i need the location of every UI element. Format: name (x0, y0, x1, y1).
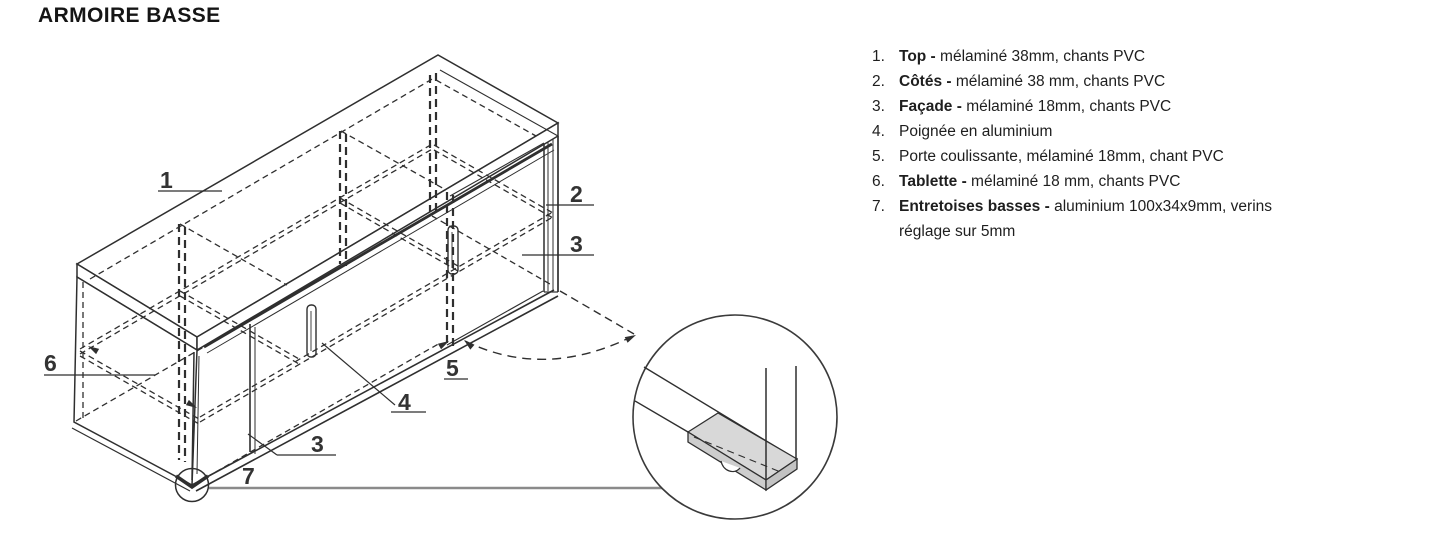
item-number: 3. (872, 98, 885, 115)
callout-labels: 1 2 3 3 4 5 6 7 (44, 167, 583, 489)
item-desc: mélaminé 18mm, chants PVC (961, 98, 1172, 115)
foot-wedge (175, 474, 209, 490)
slide-arrow (437, 341, 449, 350)
parts-list-item: 6. Tablette - mélaminé 18 mm, chants PVC (872, 169, 1372, 194)
callout-1: 1 (160, 167, 173, 193)
cabinet-diagram: 1 2 3 3 4 5 6 7 (44, 54, 838, 520)
bottom-rail (191, 289, 559, 492)
item-desc: mélaminé 38mm, chants PVC (935, 48, 1146, 65)
callout-leaders (44, 190, 594, 456)
item-number: 7. (872, 198, 885, 215)
right-side-panel (543, 136, 559, 293)
parts-list-item: 3. Façade - mélaminé 18mm, chants PVC (872, 94, 1372, 119)
item-number: 6. (872, 173, 885, 190)
arc-right-arrow (624, 335, 636, 343)
callout-2: 2 (570, 181, 583, 207)
parts-list-item: 7. Entretoises basses - aluminium 100x34… (872, 194, 1372, 244)
item-number: 5. (872, 148, 885, 165)
item-name: Côtés - (899, 73, 952, 90)
item-name: Entretoises basses - (899, 198, 1050, 215)
sliding-door-right (446, 142, 545, 346)
door-bottom-track-dashed (206, 342, 441, 478)
foot-circle (174, 467, 210, 503)
callout-7: 7 (242, 463, 255, 489)
item-desc: Poignée en aluminium (899, 123, 1053, 140)
foot-detail (174, 467, 210, 503)
item-desc: aluminium 100x34x9mm, verins réglage sur… (899, 198, 1273, 240)
detail-view (632, 314, 838, 520)
parts-list-item: 4. Poignée en aluminium (872, 119, 1372, 144)
door-swing-indicator (464, 290, 635, 360)
hidden-edges-dashed (75, 77, 551, 478)
parts-list-item: 1. Top - mélaminé 38mm, chants PVC (872, 44, 1372, 69)
parts-list-item: 2. Côtés - mélaminé 38 mm, chants PVC (872, 69, 1372, 94)
rail-edge-magnified-1 (634, 400, 689, 433)
item-name: Tablette - (899, 173, 967, 190)
arc-left-arrow (464, 340, 475, 350)
top-panel (75, 54, 560, 352)
item-desc: mélaminé 38 mm, chants PVC (951, 73, 1166, 90)
leveling-foot (720, 460, 741, 473)
item-desc: mélaminé 18 mm, chants PVC (966, 173, 1181, 190)
callout-5: 5 (446, 355, 459, 381)
callout-3-bottom: 3 (311, 431, 324, 457)
parts-list: 1. Top - mélaminé 38mm, chants PVC 2. Cô… (872, 44, 1372, 244)
item-desc: Porte coulissante, mélaminé 18mm, chant … (899, 148, 1224, 165)
swing-arc (464, 335, 634, 360)
item-name: Façade - (899, 98, 962, 115)
door-handle-left (306, 304, 317, 358)
arrowheads (88, 335, 636, 408)
divider-dashed-verticals (177, 73, 455, 462)
shelf-dashed (79, 142, 554, 425)
entretoise-spacer (686, 412, 799, 492)
page-title: ARMOIRE BASSE (38, 4, 221, 27)
cabinet-structure (71, 54, 560, 492)
callout-3-right: 3 (570, 231, 583, 257)
item-number: 2. (872, 73, 885, 90)
callout-4: 4 (398, 389, 411, 415)
parts-list-item: 5. Porte coulissante, mélaminé 18mm, cha… (872, 144, 1372, 169)
sliding-door-left (249, 324, 256, 454)
item-name: Top - (899, 48, 936, 65)
item-number: 1. (872, 48, 885, 65)
item-number: 4. (872, 123, 885, 140)
shelf-arrow-right (185, 399, 197, 408)
entretoise-side (765, 457, 798, 492)
shelf-arrow-left (88, 346, 100, 355)
callout-6: 6 (44, 350, 57, 376)
